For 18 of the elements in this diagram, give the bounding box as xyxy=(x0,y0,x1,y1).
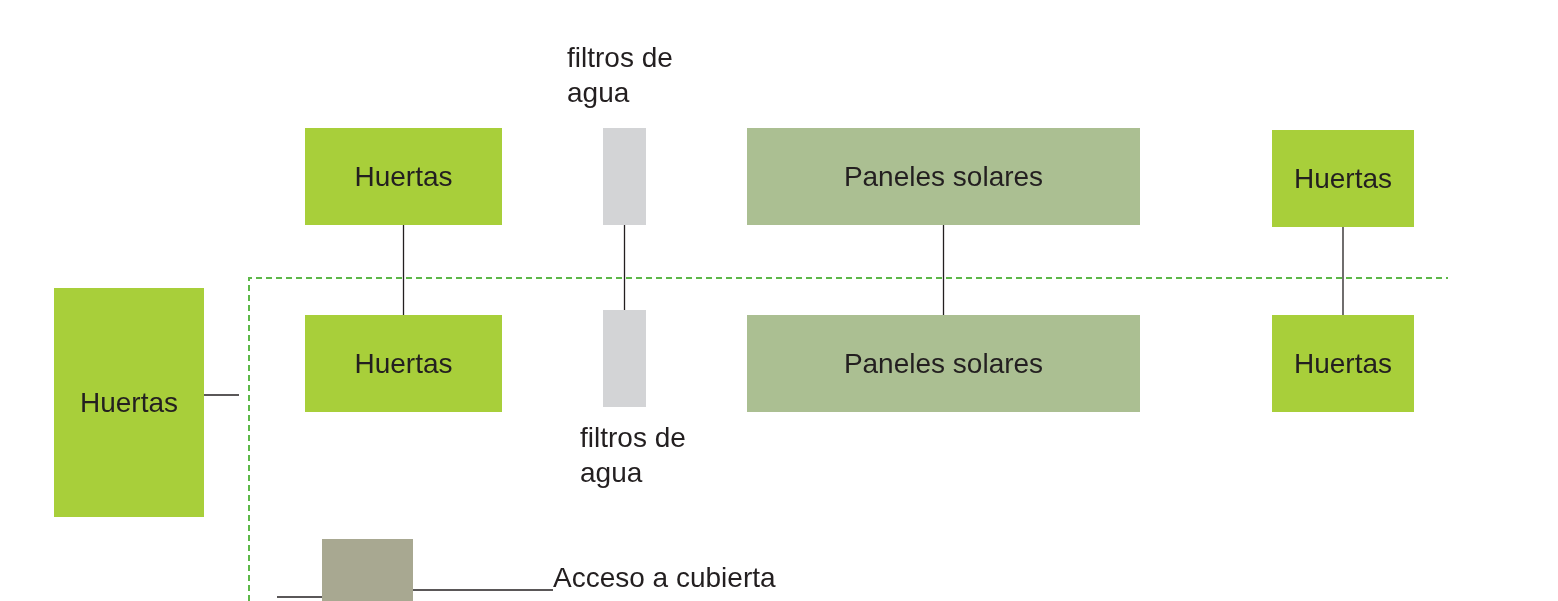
connector-line xyxy=(402,224,405,316)
access-label: Acceso a cubierta xyxy=(553,560,823,596)
garden-area: Huertas xyxy=(1272,315,1414,412)
connector-line xyxy=(623,224,626,311)
connector-line xyxy=(412,589,554,591)
connector-line xyxy=(276,596,323,598)
area-label: filtros de agua xyxy=(567,41,674,110)
connector-line xyxy=(1342,226,1344,316)
solar-panel-area: Paneles solares xyxy=(747,128,1140,225)
solar-panel-area: Paneles solares xyxy=(747,315,1140,412)
area-label: filtros de agua xyxy=(580,421,687,490)
connector-line xyxy=(203,394,240,396)
connector-line xyxy=(942,224,945,316)
garden-area: Huertas xyxy=(1272,130,1414,227)
garden-area: Huertas xyxy=(305,128,502,225)
access-block xyxy=(322,539,413,601)
garden-area: Huertas xyxy=(305,315,502,412)
garden-area: Huertas xyxy=(54,288,204,517)
